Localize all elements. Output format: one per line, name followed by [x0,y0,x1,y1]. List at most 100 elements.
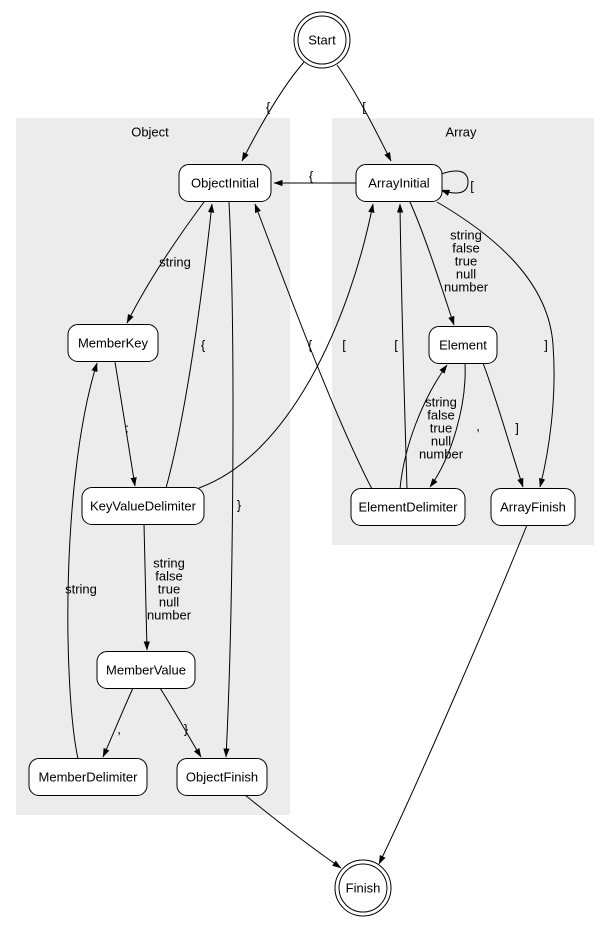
edge-arrow [399,364,448,490]
edge-arrow [244,794,342,869]
state-node-memberDelimiter: MemberDelimiter [28,758,148,796]
edge-label: number [419,447,464,462]
edge-label: number [444,280,489,295]
cluster-object: Object [16,118,290,815]
edge-label: string [65,582,97,597]
edge-label: [ [470,179,474,194]
edge-label: , [117,722,121,737]
memberKey-box [67,324,159,362]
edge-arrow [159,687,202,758]
edge-objectFinish-to-finish [244,794,342,869]
edge-arrayInitial-to-objectInitial: { [273,169,356,187]
edge-label: , [476,419,480,434]
start-inner-circle [297,15,347,65]
edge-label: number [147,608,192,623]
edge-elementDelimiter-to-objectInitial: { [254,203,373,490]
edge-arrow [102,687,134,758]
edge-memberDelimiter-to-memberKey: string [65,362,98,760]
edge-label: true [430,421,452,436]
edge-arrow [198,203,375,489]
edge-label: : [125,421,129,436]
edge-memberValue-to-memberDelimiter: , [102,687,134,758]
node-label-keyValueDelimiter: KeyValueDelimiter [90,499,197,514]
edge-label: ] [544,338,548,353]
edge-arrow [126,201,205,324]
state-node-objectInitial: ObjectInitial [178,164,272,202]
node-label-arrayFinish: ArrayFinish [500,500,566,515]
edge-label: ] [515,421,519,436]
edge-element-to-elementDelimiter: , [429,362,480,488]
elementDelimiter-box [350,488,466,526]
state-node-arrayInitial: ArrayInitial [355,164,443,202]
edge-label: false [155,569,182,584]
edge-arrow [378,524,528,865]
edge-arrow [436,201,555,488]
element-box [428,326,498,364]
clusters-layer: Object Array [16,118,594,815]
edge-label: string [159,255,191,270]
arrayFinish-box [490,488,576,526]
node-label-objectInitial: ObjectInitial [191,176,259,191]
node-label-element: Element [439,338,487,353]
edge-label: { [308,338,313,353]
edge-objectInitial-to-memberKey: string [126,201,205,324]
edge-label: } [237,498,242,513]
state-node-elementDelimiter: ElementDelimiter [350,488,466,526]
state-node-start: Start [293,11,351,69]
cluster-label-array: Array [445,125,477,140]
edge-label: { [201,338,206,353]
edge-label: string [425,395,457,410]
edge-arrow [67,362,98,760]
state-node-keyValueDelimiter: KeyValueDelimiter [81,487,205,525]
edge-label: true [455,254,477,269]
node-label-memberKey: MemberKey [78,336,149,351]
edge-label: [ [394,338,398,353]
edge-label: string [450,228,482,243]
edge-label: true [158,582,180,597]
edge-arrow [336,64,392,162]
edges-layer: {[{[string:{}stringfalsetruenullnumber,}… [65,61,555,869]
edge-keyValueDelimiter-to-arrayInitial: [ [198,203,375,489]
keyValueDelimiter-box [81,487,205,525]
edge-label: null [431,434,451,449]
state-node-memberKey: MemberKey [67,324,159,362]
edge-label: null [456,267,476,282]
edge-memberKey-to-keyValueDelimiter: : [114,361,137,487]
edge-arrow [396,203,408,490]
node-label-memberValue: MemberValue [106,663,186,678]
edge-arrow [482,362,524,488]
node-label-start: Start [308,33,336,48]
edge-arrow [254,203,373,490]
edge-label: null [159,595,179,610]
node-label-objectFinish: ObjectFinish [186,770,258,785]
edge-keyValueDelimiter-to-objectInitial: { [165,203,215,489]
state-node-element: Element [428,326,498,364]
edge-arrayFinish-to-finish [378,524,528,865]
edge-label: false [452,241,479,256]
finish-inner-circle [338,863,388,913]
cluster-object-background [16,118,290,815]
objectFinish-box [176,758,268,796]
edge-arrow [114,361,137,487]
state-node-arrayFinish: ArrayFinish [490,488,576,526]
edge-label: { [309,169,314,184]
node-label-memberDelimiter: MemberDelimiter [39,770,139,785]
edge-arrow [223,201,234,758]
cluster-label-object: Object [131,125,169,140]
node-label-arrayInitial: ArrayInitial [368,176,430,191]
edge-label: [ [342,338,346,353]
edge-element-to-arrayFinish: ] [482,362,524,488]
edge-label: [ [362,100,366,115]
state-node-finish: Finish [334,859,392,917]
state-node-objectFinish: ObjectFinish [176,758,268,796]
edge-arrayInitial-to-arrayInitial: [ [440,170,474,196]
edge-arrow [429,362,466,488]
edge-arrow [165,203,215,489]
edge-arrow [143,523,150,651]
edge-label: { [266,100,271,115]
